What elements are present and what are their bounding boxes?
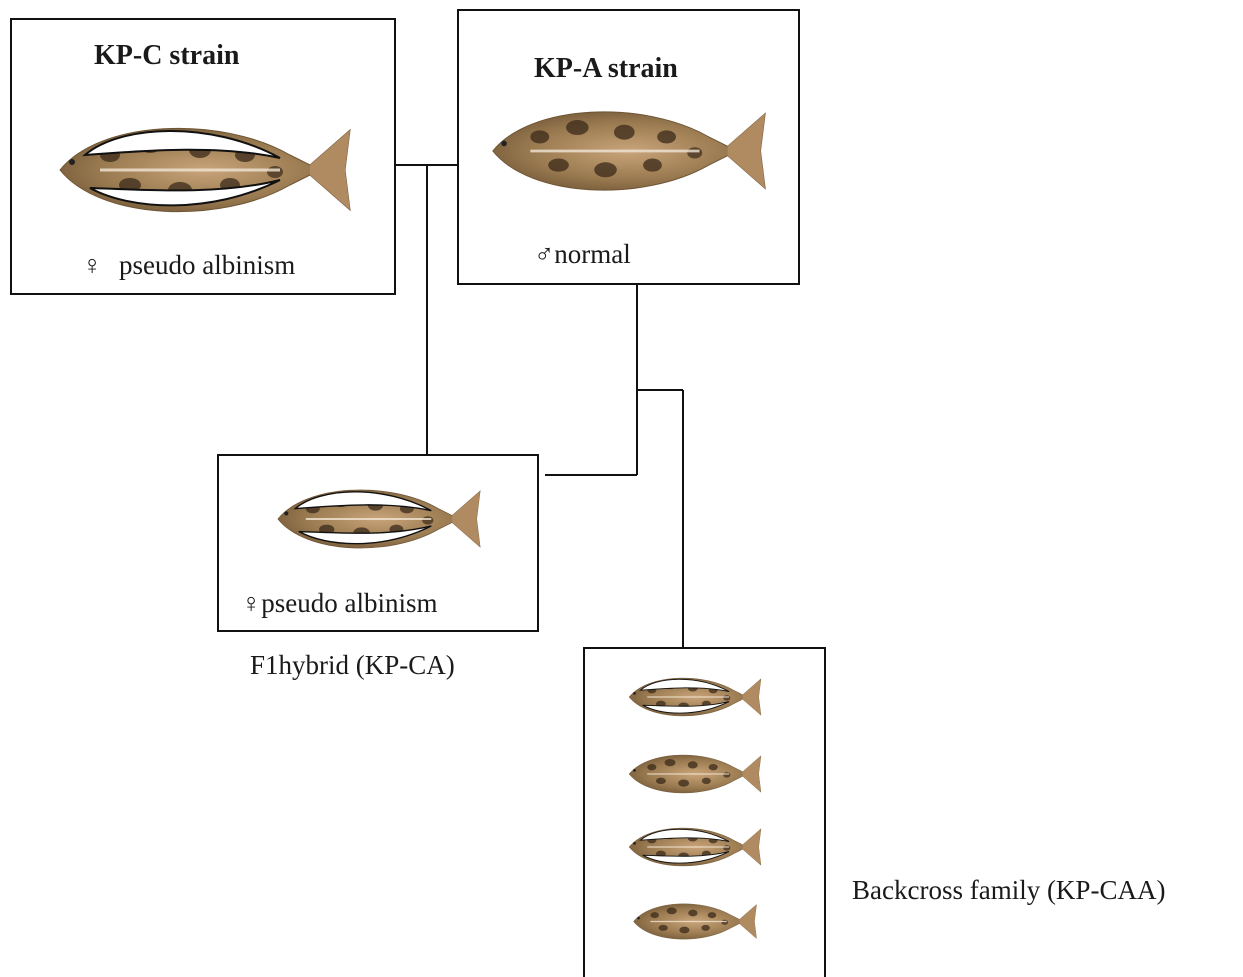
backcross-box: [583, 647, 826, 977]
kp-a-strain-box: KP-A strain ♂normal: [457, 9, 800, 285]
f1-hybrid-box: ♀pseudo albinism: [217, 454, 539, 632]
kp-a-fish-normal: [474, 91, 784, 211]
female-symbol: ♀: [82, 250, 102, 280]
male-symbol: ♂: [534, 239, 554, 269]
f1-phenotype: pseudo albinism: [261, 588, 437, 618]
f1-fish-pseudo-albino: [264, 474, 494, 564]
female-symbol: ♀: [241, 588, 261, 618]
backcross-fish-3-pseudo-albino: [620, 817, 770, 877]
kp-c-strain-box: KP-C strain ♀ pseudo albinism: [10, 18, 396, 295]
kp-a-caption: ♂normal: [534, 239, 631, 270]
kp-a-title: KP-A strain: [534, 53, 678, 85]
backcross-fish-2-normal: [620, 744, 770, 804]
kp-c-fish-pseudo-albino: [40, 110, 370, 230]
kp-c-phenotype: pseudo albinism: [119, 250, 295, 280]
backcross-fish-1-pseudo-albino: [620, 667, 770, 727]
backcross-label: Backcross family (KP-CAA): [852, 875, 1165, 906]
kp-c-title: KP-C strain: [94, 40, 239, 72]
kp-a-phenotype: normal: [554, 239, 630, 269]
f1-label: F1hybrid (KP-CA): [250, 650, 455, 681]
kp-c-caption: ♀ pseudo albinism: [82, 250, 295, 281]
backcross-fish-4-normal: [625, 894, 765, 949]
f1-caption: ♀pseudo albinism: [241, 588, 438, 619]
